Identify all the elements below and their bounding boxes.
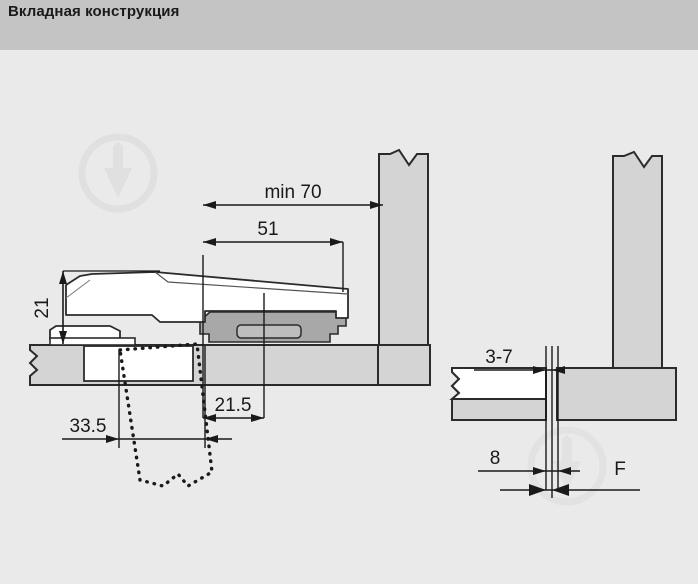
dimension-label-51: 51: [257, 219, 278, 240]
watermark-logo-top-left: [78, 133, 158, 213]
right-cabinet-bottom-panel: [556, 367, 677, 421]
dimension-label-21-5: 21.5: [215, 395, 252, 416]
dimension-3-7: 3-7: [474, 347, 565, 374]
dimension-label-3-7: 3-7: [485, 347, 512, 368]
hinge-cup-bore: [83, 345, 194, 382]
right-cabinet-side-panel: [612, 150, 663, 371]
dimension-33-5: 33.5: [62, 346, 232, 448]
dimension-label-8: 8: [490, 448, 501, 469]
page-title: Вкладная конструкция: [8, 3, 180, 20]
door-open-position-outline: [118, 342, 214, 489]
watermark-logo-bottom-right: [527, 426, 607, 506]
cabinet-side-panel: [378, 148, 429, 376]
diagram-area: min 70 51 21: [0, 50, 698, 584]
dimension-label-33-5: 33.5: [70, 416, 107, 437]
dimension-F: F: [500, 459, 640, 496]
dimension-21: 21: [32, 270, 160, 344]
right-door-panel: [449, 367, 547, 421]
dimension-label-F: F: [614, 459, 626, 480]
cabinet-bottom-panel: [377, 344, 431, 386]
dimension-8: 8: [478, 448, 580, 475]
dimension-label-21: 21: [32, 297, 53, 318]
dimension-label-min70: min 70: [264, 182, 321, 203]
header-bar: Вкладная конструкция: [0, 0, 698, 50]
dimension-21-5: 21.5: [202, 293, 265, 422]
hinge-arm: [65, 271, 349, 323]
mounting-plate: [199, 311, 347, 343]
dimension-min70: min 70: [202, 182, 383, 318]
hinge-technical-drawing: min 70 51 21: [28, 133, 677, 506]
dimension-51: 51: [203, 219, 344, 292]
